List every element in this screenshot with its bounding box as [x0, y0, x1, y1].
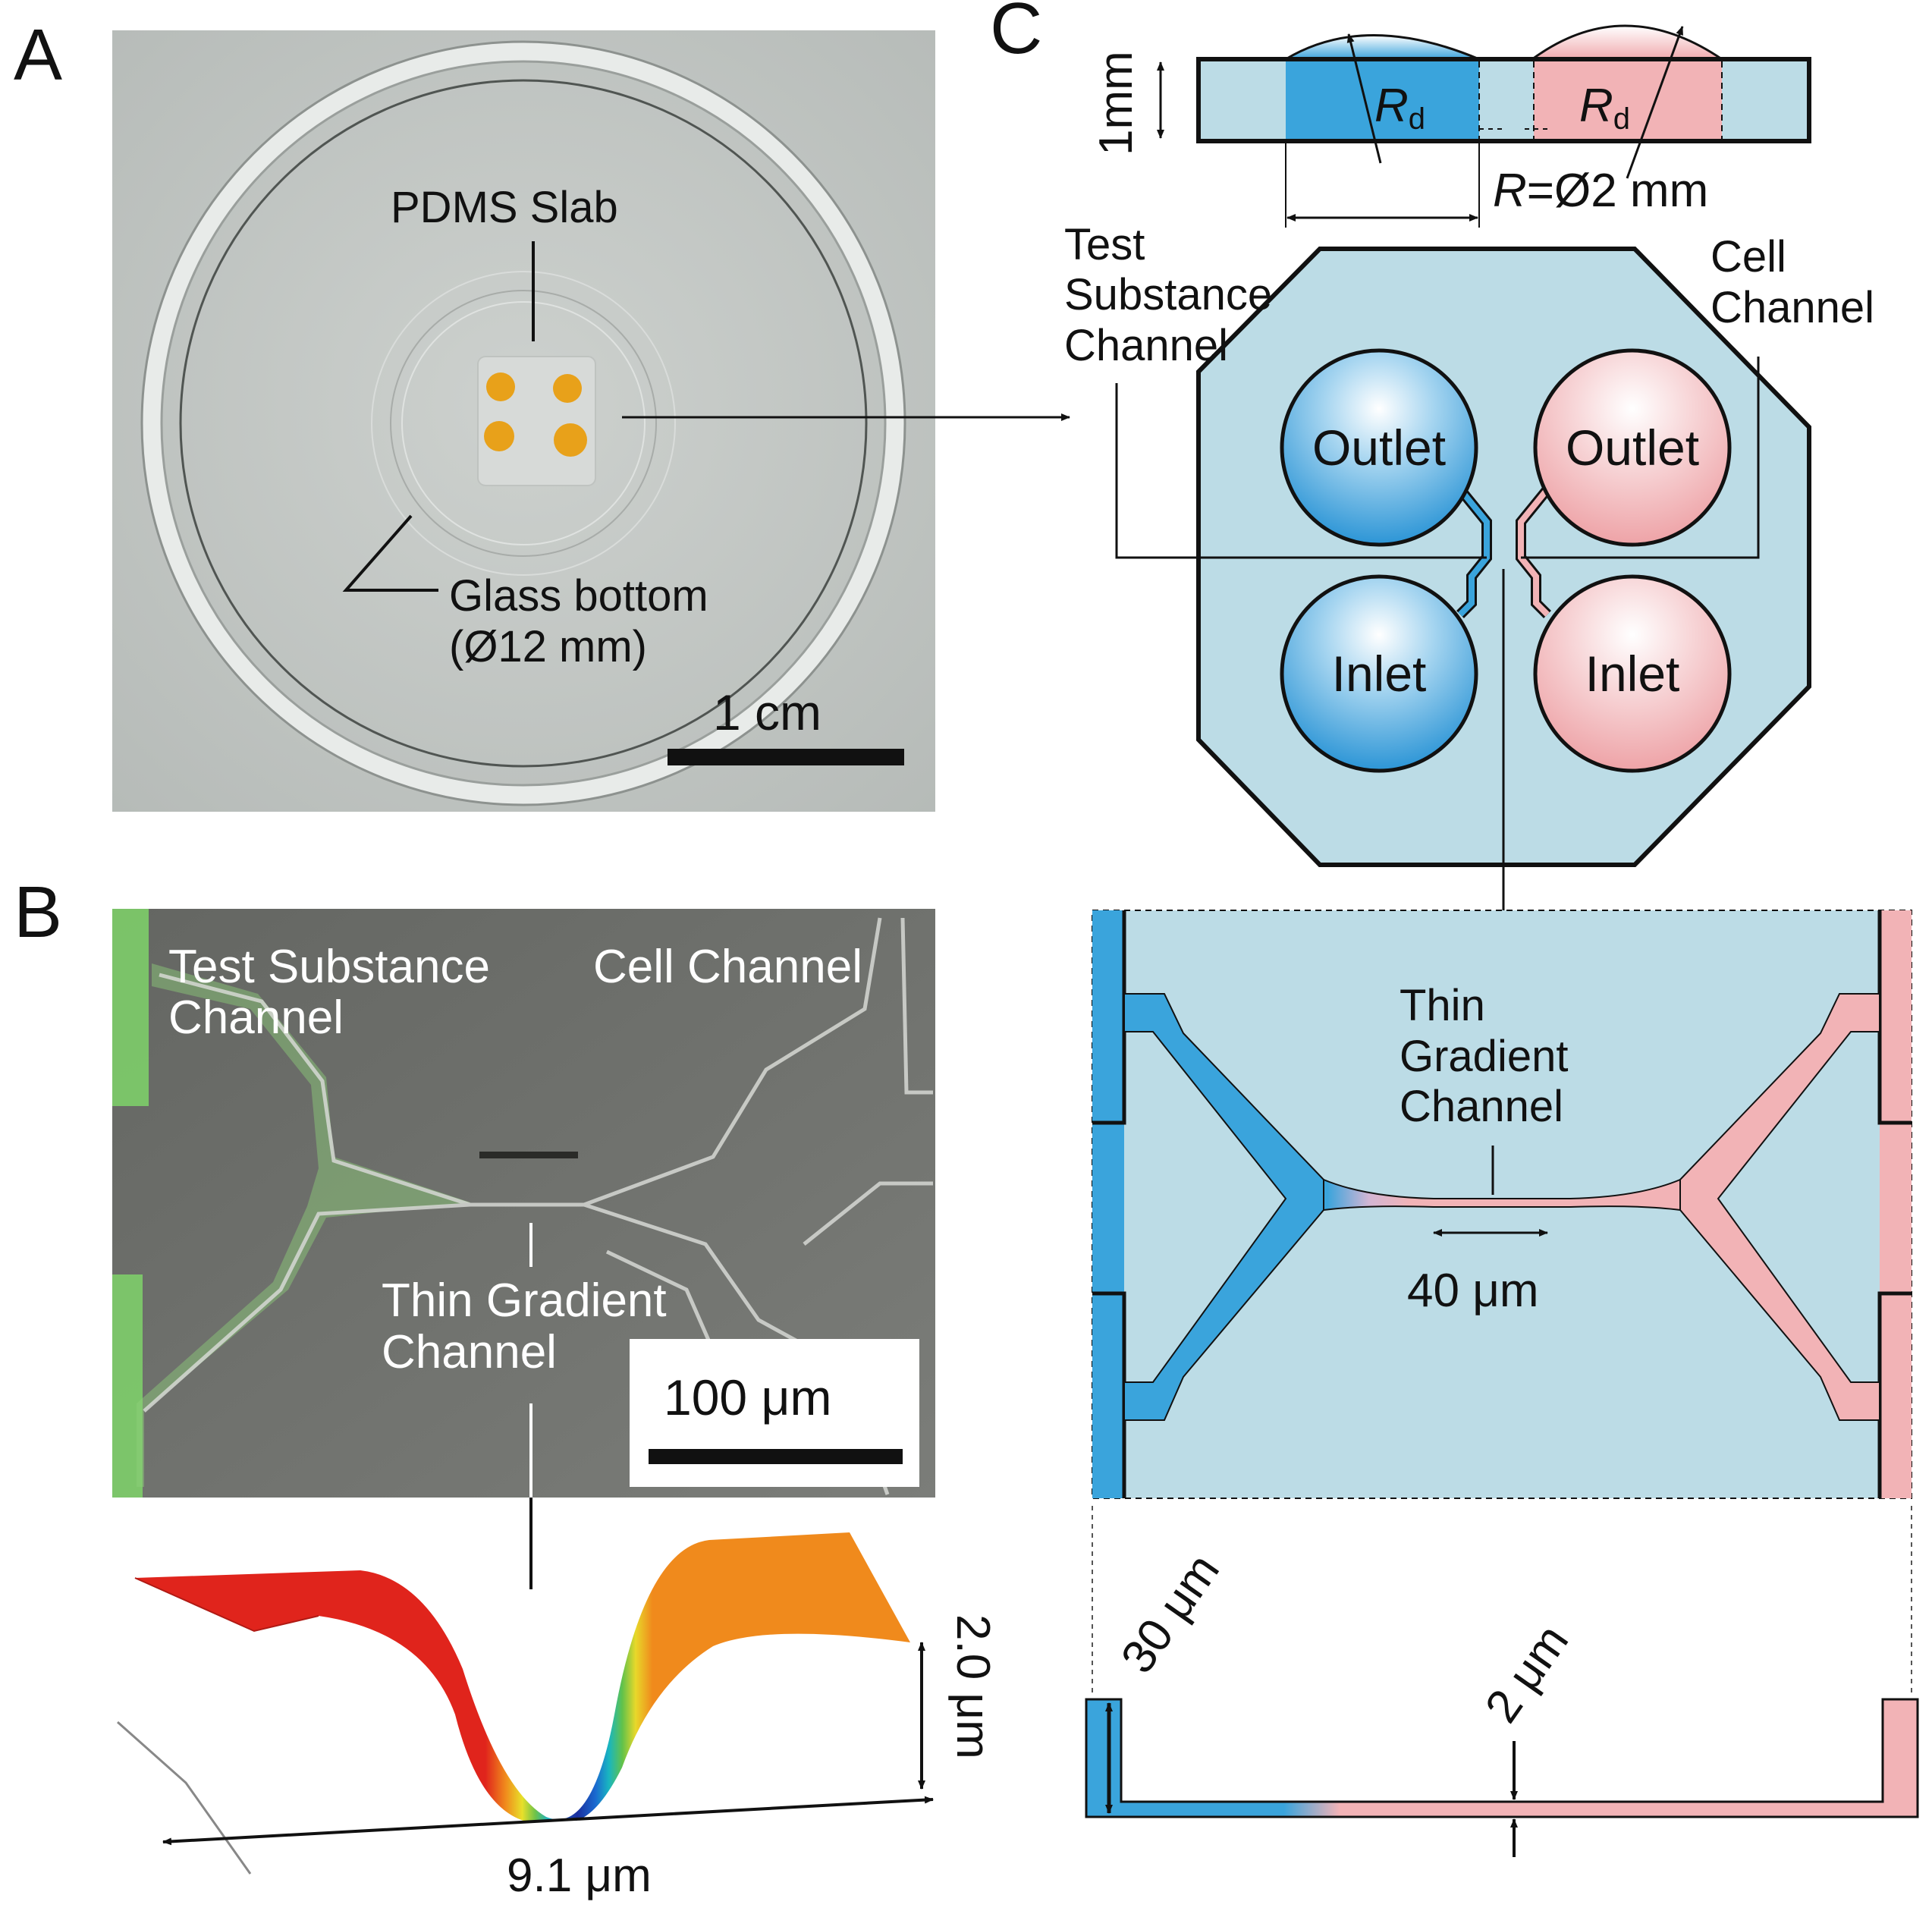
rd-label-left: Rd — [1374, 80, 1425, 136]
pdms-wells — [484, 372, 587, 457]
afm-width-arrow — [162, 1796, 934, 1846]
green-inlet-bottom — [112, 1274, 143, 1498]
afm-height-label: 2.0 μm — [947, 1614, 999, 1759]
micro-test-label-line1: Test Substance — [168, 941, 490, 993]
blue-droplet — [1281, 34, 1480, 61]
test-label-line3: Channel — [1064, 321, 1228, 370]
thin-label-line2: Gradient — [1400, 1032, 1568, 1081]
test-label-line1: Test — [1064, 220, 1145, 269]
blue-inlet-label: Inlet — [1332, 646, 1427, 702]
zoom-blue-left — [1092, 910, 1124, 1498]
blue-outlet-label: Outlet — [1312, 420, 1446, 476]
pink-outlet-label: Outlet — [1566, 420, 1699, 476]
glass-label-line2: (Ø12 mm) — [449, 622, 647, 671]
gap-label: 2 μm — [1475, 1616, 1579, 1733]
panel-a-letter: A — [14, 14, 62, 96]
micro-channels-blue-fill — [1457, 487, 1490, 617]
test-label-line2: Substance — [1064, 270, 1272, 319]
test-leader — [1115, 383, 1487, 559]
blue-outlet-well — [1280, 348, 1478, 547]
afm-surface — [135, 1532, 910, 1821]
pdms-label: PDMS Slab — [391, 183, 618, 232]
pitch-label: R=Ø2 mm — [1493, 165, 1708, 217]
zoom-blue-channel — [1123, 993, 1336, 1421]
green-inlet-top — [112, 909, 149, 1106]
blue-well-section — [1286, 61, 1479, 139]
blue-inlet-well — [1280, 574, 1478, 773]
scale-bar-a-label: 1 cm — [713, 684, 821, 740]
zoom-pink-right — [1880, 910, 1912, 1498]
rd-arrow-left — [1346, 33, 1382, 164]
zoom-left-walls — [1092, 910, 1126, 1498]
micro-thin-label-line1: Thin Gradient — [382, 1274, 667, 1327]
green-test-channel — [137, 963, 470, 1487]
pink-well-section — [1534, 61, 1722, 139]
dish-rings — [140, 40, 906, 806]
afm-base-line — [117, 1721, 252, 1875]
cell-label-line2: Channel — [1711, 283, 1874, 332]
scale-bar-b-label: 100 μm — [664, 1369, 831, 1425]
afm-width-label: 9.1 μm — [507, 1850, 652, 1902]
scale-bar-a — [668, 749, 904, 765]
panel-a: A PDMS Slab Glass bottom (Ø12 mm) 1 cm — [14, 14, 1070, 812]
pink-inlet-well — [1533, 574, 1732, 773]
zoom-pink-channel — [1668, 993, 1880, 1421]
rd-label-right: Rd — [1579, 80, 1630, 136]
micro-test-label-line2: Channel — [168, 992, 344, 1044]
cell-label-line1: Cell — [1711, 232, 1786, 281]
scale-bar-b — [649, 1449, 903, 1464]
afm-edge — [134, 1577, 319, 1633]
micro-channels-pink-fill — [1518, 487, 1550, 617]
profile-channel — [1085, 1698, 1919, 1818]
pink-outlet-well — [1533, 348, 1732, 547]
panel-c: C Rd Rd 1mm R=Ø2 mm — [990, 0, 1919, 1857]
zoom-gradient-channel — [1323, 1178, 1681, 1212]
glass-label-line1: Glass bottom — [449, 571, 708, 621]
depth-label: 30 μm — [1111, 1545, 1230, 1683]
micro-cell-label: Cell Channel — [593, 941, 862, 993]
thin-label-line1: Thin — [1400, 981, 1485, 1030]
length-label: 40 μm — [1407, 1265, 1539, 1317]
panel-b: B Test Substance Channel Cell Channel Th… — [14, 872, 999, 1902]
micrograph-scratch — [479, 1152, 578, 1158]
zoom-right-walls — [1877, 910, 1912, 1498]
micro-channel-walls — [143, 917, 933, 1495]
cell-leader — [1521, 357, 1760, 559]
micro-thin-label-line2: Channel — [382, 1326, 557, 1378]
thin-label-line3: Channel — [1400, 1082, 1563, 1131]
rd-arrow-right — [1626, 26, 1684, 179]
glass-leader — [342, 514, 438, 592]
pink-droplet — [1528, 24, 1726, 61]
thickness-label: 1mm — [1090, 51, 1142, 156]
panel-c-letter: C — [990, 0, 1042, 69]
panel-b-letter: B — [14, 872, 62, 953]
pink-inlet-label: Inlet — [1585, 646, 1680, 702]
